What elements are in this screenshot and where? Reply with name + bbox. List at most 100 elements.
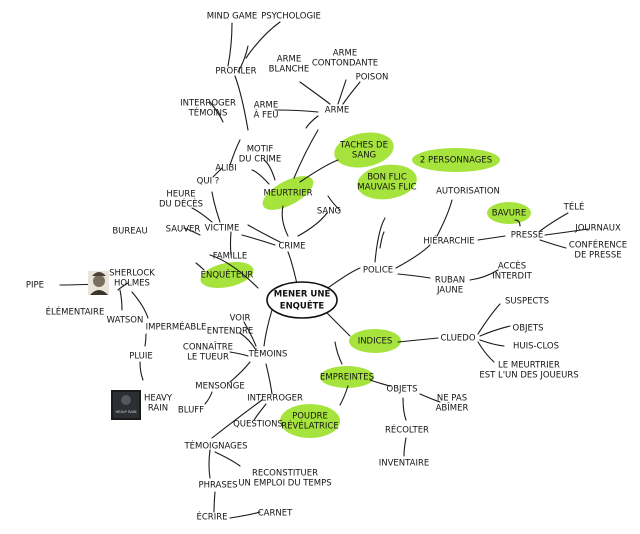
node-tele: TÉLÉ bbox=[563, 201, 585, 213]
node-suspects: SUSPECTS bbox=[505, 297, 549, 307]
node-arme-a-feu-line2: À FEU bbox=[254, 109, 279, 121]
node-poison: POISON bbox=[356, 73, 389, 83]
node-profiler: PROFILER bbox=[215, 67, 256, 77]
node-indices: INDICES bbox=[358, 337, 393, 347]
node-crime: CRIME bbox=[278, 242, 305, 252]
node-elementaire: ÉLÉMENTAIRE bbox=[46, 306, 105, 318]
node-famille: FAMILLE bbox=[213, 252, 248, 262]
center-node: MENER UNE ENQUÊTE bbox=[266, 281, 338, 319]
center-ellipse bbox=[266, 281, 338, 319]
node-phrases: PHRASES bbox=[198, 481, 237, 491]
node-acces-interdit-line1: ACCÈS bbox=[498, 260, 526, 272]
highlight-bavure bbox=[487, 202, 531, 224]
node-reconstituer-line2: UN EMPLOI DU TEMPS bbox=[238, 479, 331, 489]
node-qui: QUI ? bbox=[197, 177, 220, 187]
node-sherlock-line1: SHERLOCK bbox=[109, 269, 155, 279]
node-alibi: ALIBI bbox=[215, 164, 236, 174]
node-enqueteur: ENQUÊTEUR bbox=[201, 269, 254, 281]
highlight-empreintes bbox=[320, 366, 374, 388]
node-objets: OBJETS bbox=[387, 385, 418, 395]
node-interroger-temoins-line1: INTERROGER bbox=[180, 99, 236, 109]
node-victime: VICTIME bbox=[205, 224, 240, 234]
node-heure-deces-line1: HEURE bbox=[166, 190, 195, 200]
connectors bbox=[59, 21, 589, 519]
highlight-blobs bbox=[200, 132, 531, 438]
node-mindgame: MIND GAME bbox=[207, 12, 258, 22]
node-motif-line2: DU CRIME bbox=[239, 155, 282, 165]
node-arme-a-feu-line1: ARME bbox=[254, 101, 278, 111]
node-ruban-jaune-line1: RUBAN bbox=[435, 276, 465, 286]
node-interroger: INTERROGER bbox=[247, 394, 303, 404]
node-impermeable: IMPERMÉABLE bbox=[146, 321, 207, 333]
node-meurtrier-joueurs-line2: EST L'UN DES JOUEURS bbox=[479, 371, 578, 381]
node-deux-personnages: 2 PERSONNAGES bbox=[420, 156, 492, 166]
node-meurtrier: MEURTRIER bbox=[263, 189, 312, 199]
node-connaitre-tueur-line2: LE TUEUR bbox=[187, 353, 229, 363]
node-ruban-jaune-line2: JAUNE bbox=[436, 286, 463, 296]
node-journaux: JOURNAUX bbox=[574, 224, 621, 234]
node-taches-de-sang-line1: TACHES DE bbox=[339, 141, 388, 151]
node-sherlock-line2: HOLMES bbox=[114, 279, 150, 289]
center-title-line2: ENQUÊTE bbox=[280, 300, 325, 312]
node-pipe: PIPE bbox=[26, 281, 44, 291]
node-voir: VOIR bbox=[230, 314, 251, 324]
node-conference-line2: DE PRESSE bbox=[574, 251, 621, 261]
node-cluedo: CLUEDO bbox=[440, 334, 475, 344]
node-arme-blanche-line2: BLANCHE bbox=[269, 65, 310, 75]
node-bavure: BAVURE bbox=[492, 209, 526, 219]
node-bon-flic-line1: BON FLIC bbox=[367, 173, 407, 183]
node-temoignages: TÉMOIGNAGES bbox=[183, 440, 247, 452]
node-carnet: CARNET bbox=[258, 509, 293, 519]
node-acces-interdit-line2: INTERDIT bbox=[492, 272, 532, 282]
node-sauver: SAUVER bbox=[166, 225, 201, 235]
node-ne-pas-abimer-line2: ABÎMER bbox=[436, 402, 469, 414]
node-autorisation: AUTORISATION bbox=[436, 187, 500, 197]
node-bluff: BLUFF bbox=[178, 406, 204, 416]
node-bon-flic-line2: MAUVAIS FLIC bbox=[357, 183, 416, 193]
node-heavy-rain-line2: RAIN bbox=[148, 404, 168, 414]
node-heure-deces-line2: DU DÉCÈS bbox=[159, 198, 203, 210]
node-bureau: BUREAU bbox=[112, 227, 147, 237]
node-conference-line1: CONFÉRENCE bbox=[569, 239, 627, 251]
highlight-bon-flic bbox=[357, 164, 417, 200]
heavy-rain-cover: HEAVY RAIN bbox=[111, 390, 141, 420]
node-arme-blanche-line1: ARME bbox=[277, 55, 301, 65]
node-connaitre-tueur-line1: CONNAÎTRE bbox=[183, 341, 233, 353]
highlight-taches-de-sang bbox=[334, 132, 394, 168]
node-entendre: ENTENDRE bbox=[207, 327, 253, 337]
node-ne-pas-abimer-line1: NE PAS bbox=[437, 394, 467, 404]
node-arme-contondante-line2: CONTONDANTE bbox=[312, 59, 378, 69]
node-questions: QUESTIONS bbox=[233, 420, 283, 430]
node-sang: SANG bbox=[317, 207, 341, 217]
node-empreintes: EMPREINTES bbox=[320, 373, 374, 383]
node-mensonge: MENSONGE bbox=[195, 382, 244, 392]
node-presse: PRESSE bbox=[511, 231, 544, 241]
node-police: POLICE bbox=[363, 266, 393, 276]
highlight-deux-personnages bbox=[412, 148, 500, 172]
highlight-meurtrier bbox=[262, 176, 314, 210]
sherlock-portrait-icon bbox=[88, 271, 109, 295]
node-pluie: PLUIE bbox=[129, 352, 153, 362]
node-watson: WATSON bbox=[107, 316, 144, 326]
node-huis-clos: HUIS-CLOS bbox=[513, 342, 559, 352]
highlight-poudre bbox=[280, 404, 340, 438]
node-interroger-temoins-line2: TÉMOINS bbox=[188, 107, 228, 119]
node-motif-line1: MOTIF bbox=[247, 145, 274, 155]
node-heavy-rain-line1: HEAVY bbox=[144, 394, 173, 404]
node-ecrire: ÉCRIRE bbox=[197, 511, 228, 523]
node-poudre-line1: POUDRE bbox=[292, 412, 328, 422]
node-hierarchie: HIÉRARCHIE bbox=[423, 235, 474, 247]
node-recolter: RÉCOLTER bbox=[385, 424, 429, 436]
highlight-enqueteur bbox=[200, 261, 254, 289]
node-poudre-line2: RÉVÉLATRICE bbox=[281, 420, 338, 432]
node-reconstituer-line1: RECONSTITUER bbox=[252, 469, 318, 479]
node-objets2: OBJETS bbox=[513, 324, 544, 334]
node-arme-contondante-line1: ARME bbox=[333, 49, 357, 59]
center-title-line1: MENER UNE bbox=[274, 290, 331, 300]
node-psychologie: PSYCHOLOGIE bbox=[261, 12, 321, 22]
node-taches-de-sang-line2: SANG bbox=[352, 151, 376, 161]
highlight-indices bbox=[349, 329, 401, 353]
node-inventaire: INVENTAIRE bbox=[379, 459, 430, 469]
